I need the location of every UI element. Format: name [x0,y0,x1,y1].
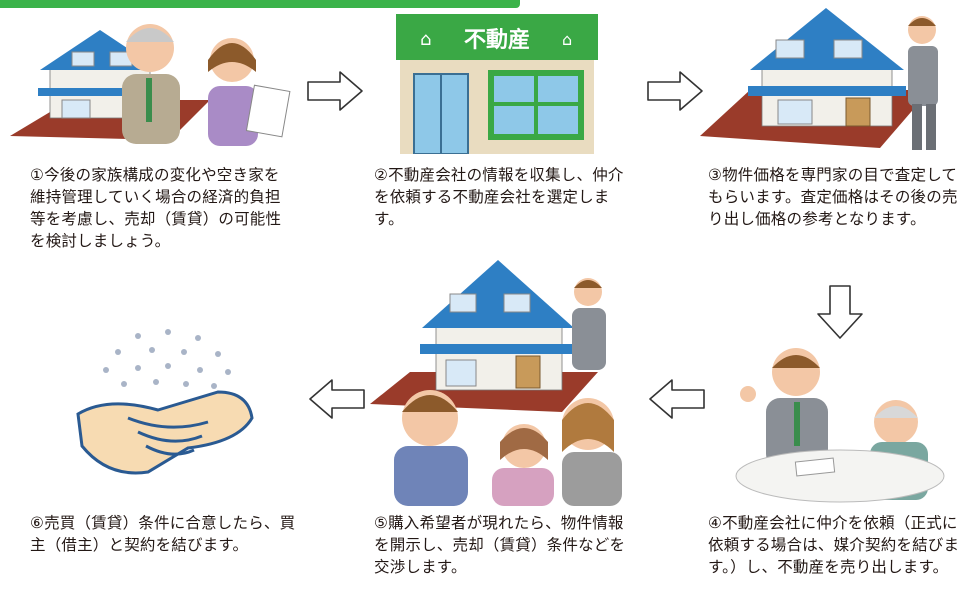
arrow-right-2-icon [647,71,703,111]
store-icon: ⌂ [562,30,572,49]
handshake-illustration [76,329,254,475]
step-2-caption: ②不動産会社の情報を収集し、仲介を依頼する不動産会社を選定します。 [374,166,624,228]
step-5-illustration [370,260,622,506]
step-6-caption: ⑥売買（賃貸）条件に合意したら、買主（借主）と契約を結びます。 [30,514,296,554]
step-3-illustration [700,8,938,150]
header-strip [0,0,520,8]
step-1-illustration [10,24,291,146]
step-2-illustration: ⌂ ⌂ [396,14,598,154]
home-icon: ⌂ [420,29,431,50]
step-1-caption: ①今後の家族構成の変化や空き家を維持管理していく場合の経済的負担等を考慮し、売却… [30,166,282,250]
store-sign-text: 不動産 [463,28,530,53]
arrow-down-icon [817,285,863,339]
arrow-left-2-icon [309,379,365,419]
arrow-left-1-icon [649,379,705,419]
arrow-right-1-icon [307,71,363,111]
step-4-illustration [735,348,945,503]
step-4-caption: ④不動産会社に仲介を依頼（正式に依頼する場合は、媒介契約を結びます。）し、不動産… [708,514,960,576]
step-3-caption: ③物件価格を専門家の目で査定してもらいます。査定価格はその後の売り出し価格の参考… [708,166,958,228]
step-5-caption: ⑤購入希望者が現れたら、物件情報を開示し、売却（賃貸）条件などを交渉します。 [374,514,626,576]
